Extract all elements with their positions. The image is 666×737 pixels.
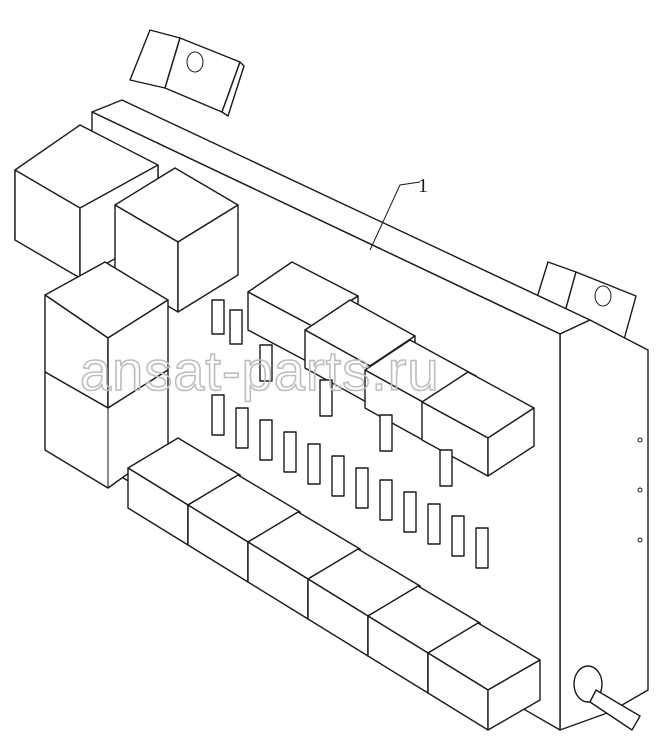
callout-label-1: 1 bbox=[418, 175, 428, 197]
fuse-array bbox=[211, 299, 489, 569]
mounting-bracket-top bbox=[129, 29, 245, 117]
large-relay-3 bbox=[44, 261, 169, 409]
relay-row-bottom bbox=[127, 437, 541, 731]
callout-leader-line bbox=[369, 181, 421, 251]
relay-row-top bbox=[247, 261, 535, 477]
watermark-text: ansat-parts.ru bbox=[80, 339, 440, 402]
locking-knob bbox=[573, 665, 641, 731]
large-relay-2 bbox=[114, 167, 239, 313]
